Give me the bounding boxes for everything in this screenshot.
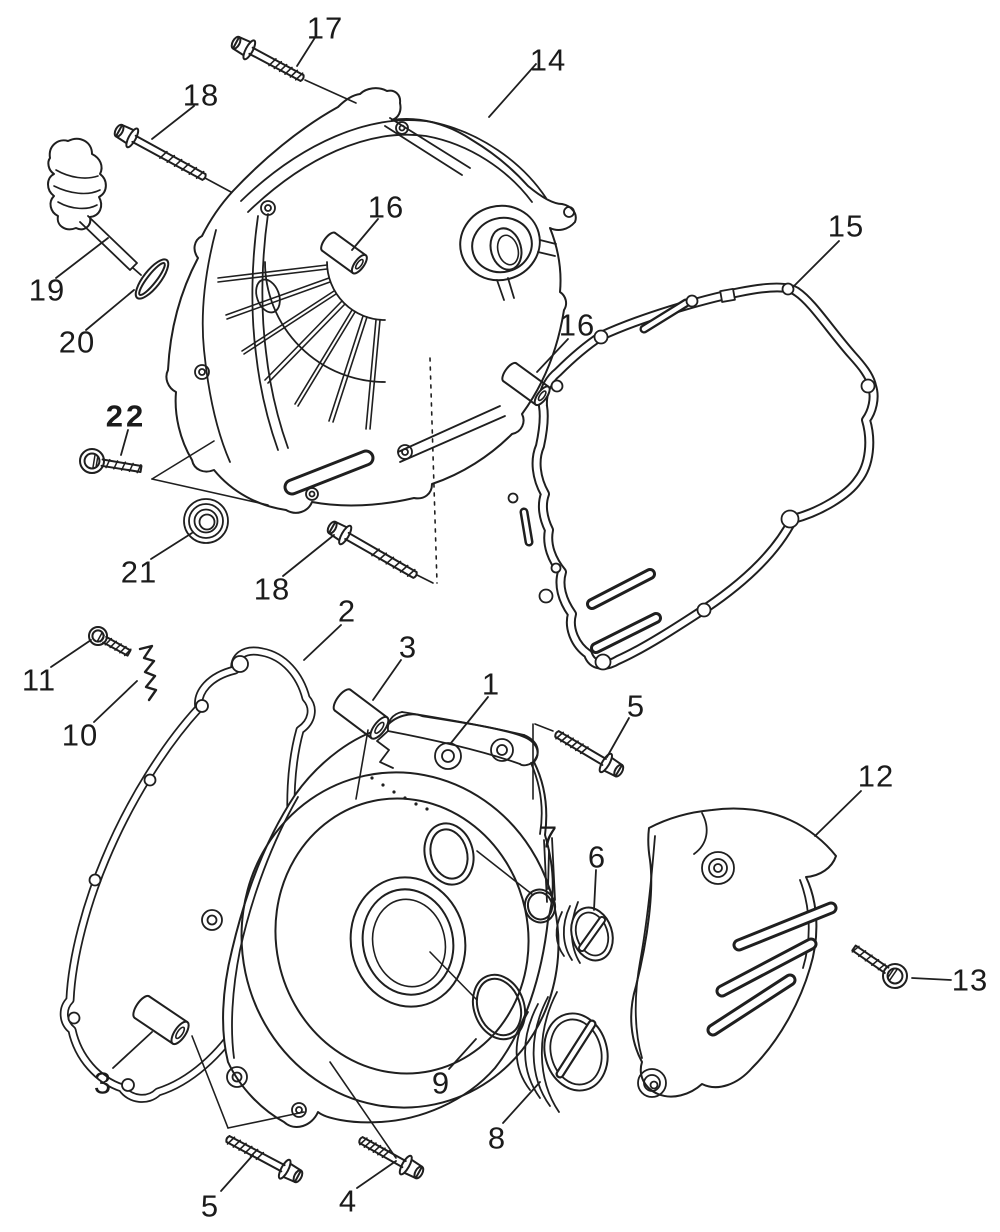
cover-right-bolt-bosses [194, 121, 575, 501]
upper-opening [423, 822, 475, 886]
dowel-pin [320, 231, 368, 275]
screw-plug-small [555, 901, 614, 964]
bolt [113, 123, 207, 181]
gasket-right-cover [507, 282, 879, 671]
crankcase-cover-right [165, 87, 577, 514]
dowel-pin [501, 361, 551, 407]
cooling-fins [217, 264, 381, 430]
bolt [225, 1135, 304, 1184]
oil-dipstick [47, 137, 142, 276]
cover-right-outline [165, 87, 577, 514]
bolt [326, 520, 418, 579]
cover-right-boss [459, 204, 557, 301]
cover-left-bolt-bosses [201, 909, 307, 1118]
gasket-left-cover [59, 646, 316, 1103]
fasteners-and-pins [79, 35, 908, 1184]
sprocket-cover [630, 807, 838, 1098]
bolt [230, 35, 305, 82]
construction-lines [151, 79, 554, 1159]
dowel-pin [332, 688, 390, 740]
clip [138, 644, 158, 702]
center-opening [349, 876, 467, 1008]
bolt [554, 730, 625, 778]
o-ring [471, 973, 527, 1041]
screw [79, 448, 143, 474]
cover-left-outline [222, 713, 554, 1128]
oil-seal [183, 498, 229, 544]
timing-dots [370, 776, 429, 811]
gasket-left-bolt-holes [67, 655, 298, 1092]
screw [88, 626, 132, 657]
o-ring [134, 258, 170, 300]
bolt [358, 1136, 425, 1180]
dowel-pin [132, 994, 190, 1046]
sprocket-cover-bosses [637, 851, 735, 1098]
screw [851, 944, 908, 989]
callout-leader-lines [50, 35, 952, 1192]
gasket-right-bolt-holes [507, 282, 876, 671]
screw-plug-large [515, 991, 609, 1113]
crankcase-cover-left [201, 711, 560, 1128]
o-ring [523, 888, 557, 924]
